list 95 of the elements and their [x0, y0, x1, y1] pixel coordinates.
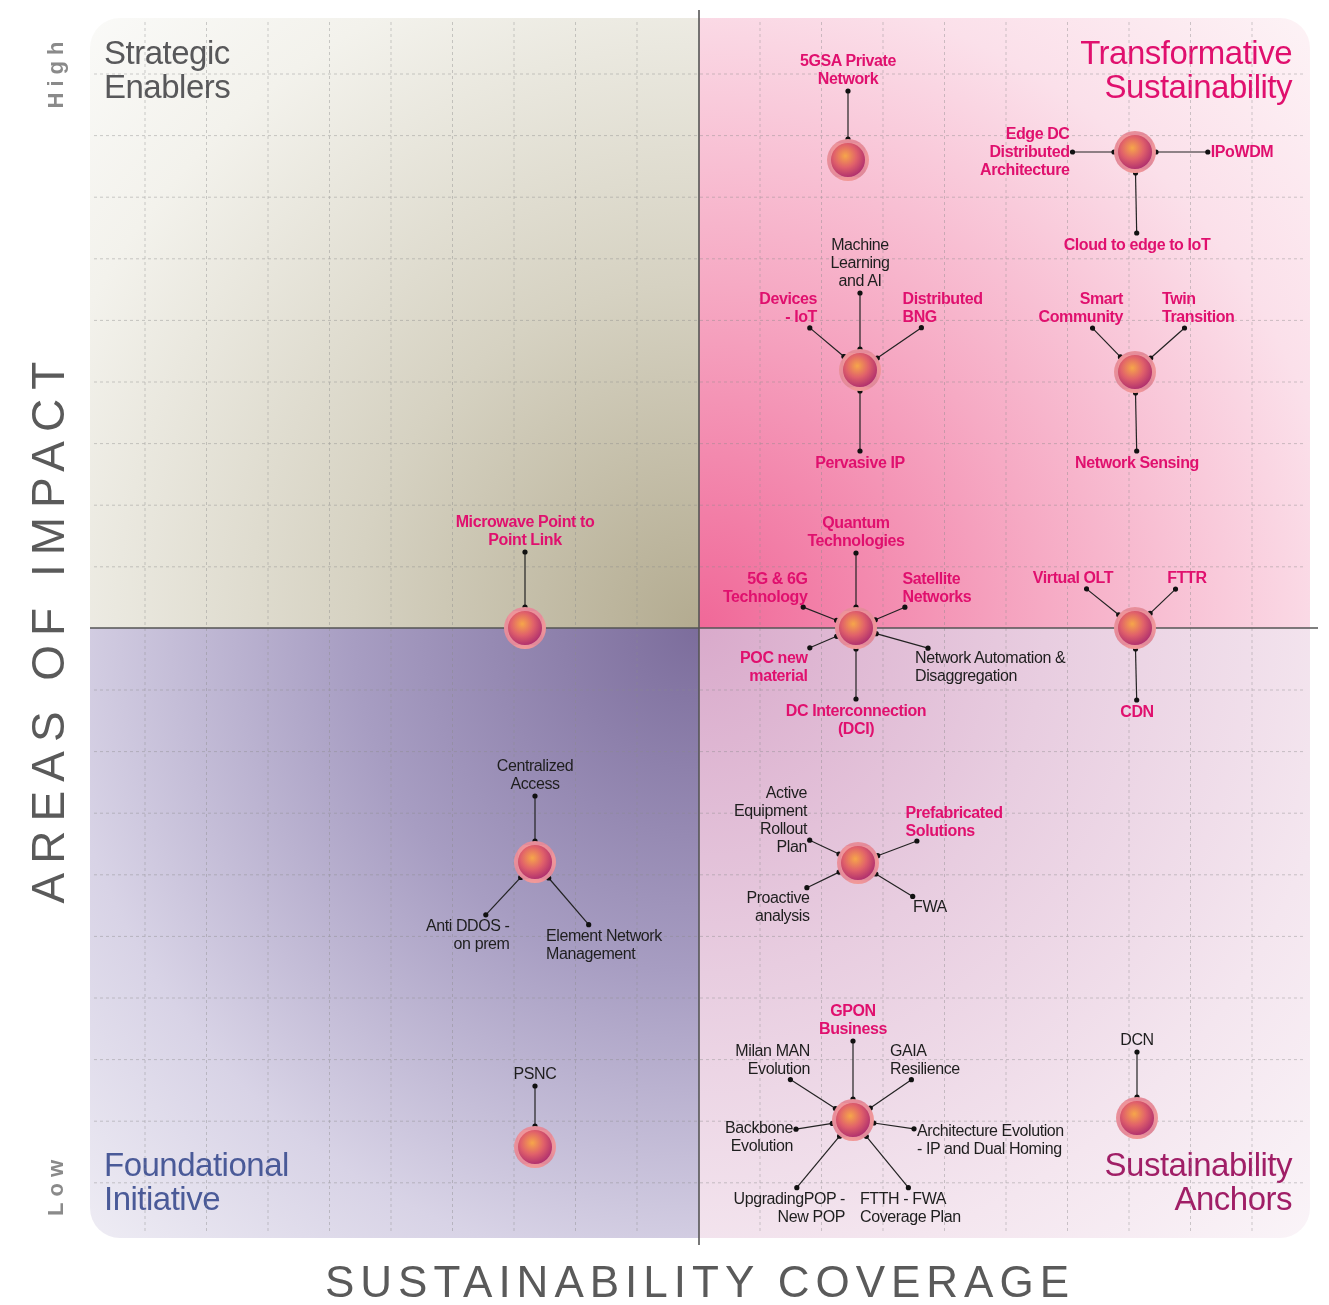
leader-line — [850, 1038, 856, 1102]
callout-label: FTTR — [1167, 569, 1207, 587]
leader-line — [483, 874, 524, 918]
leader-line — [875, 838, 920, 859]
callout-label: IPoWDM — [1210, 143, 1274, 161]
bubble-marker — [1114, 351, 1156, 393]
callout-label: Smart Community — [1023, 290, 1123, 326]
callout-label: Devices - IoT — [755, 290, 817, 326]
leader-line — [874, 325, 924, 361]
callout-label: CDN — [1120, 703, 1154, 721]
callout-label: Prefabricated Solutions — [905, 804, 1031, 840]
callout-label: Cloud to edge to IoT — [1063, 236, 1211, 254]
leader-line — [793, 1120, 835, 1132]
leader-line — [1132, 390, 1140, 454]
callout-label: Distributed BNG — [902, 290, 998, 326]
callout-label: DCN — [1120, 1031, 1154, 1049]
callout-label: Twin Transition — [1162, 290, 1252, 326]
callout-label: Pervasive IP — [815, 454, 905, 472]
leader-line — [532, 1083, 538, 1129]
callout-label: 5GSA Private Network — [783, 52, 913, 88]
axis-title: AREAS OF IMPACT — [21, 352, 75, 904]
leader-line — [1069, 149, 1117, 155]
bubble-marker — [514, 1126, 556, 1168]
callout-label: Network Automation & Disaggregation — [915, 649, 1075, 685]
leader-line — [873, 631, 931, 651]
callout-label: PSNC — [513, 1065, 557, 1083]
callout-label: Proactive analysis — [724, 889, 810, 925]
callout-label: 5G & 6G Technology — [702, 570, 808, 606]
callout-label: FWA — [913, 898, 947, 916]
callout-label: Microwave Point to Point Link — [455, 513, 595, 549]
leader-line — [1089, 325, 1123, 360]
callout-label: DC Interconnection (DCI) — [771, 702, 941, 738]
quadrant-title: Strategic Enablers — [104, 36, 232, 104]
leader-line — [807, 837, 842, 857]
leader-line — [804, 869, 842, 891]
callout-label: Anti DDOS - on prem — [424, 917, 510, 953]
leader-line — [872, 604, 908, 623]
leader-line — [1147, 586, 1179, 616]
bubble-marker — [1116, 1097, 1158, 1139]
axis-title: High — [43, 35, 69, 109]
callout-label: Element Network Management — [546, 927, 666, 963]
quadrant-panel — [90, 18, 699, 628]
callout-label: Backbone Evolution — [703, 1119, 793, 1155]
leader-line — [1134, 1049, 1140, 1100]
leader-line — [546, 875, 592, 928]
leader-line — [873, 871, 916, 899]
leader-line — [853, 550, 859, 610]
quadrant-panel — [90, 628, 699, 1238]
leader-line — [845, 88, 851, 142]
callout-label: Edge DC Distributed Architecture — [954, 125, 1070, 179]
bubble-marker — [827, 139, 869, 181]
leader-line — [1153, 149, 1211, 155]
callout-label: FTTH - FWA Coverage Plan — [860, 1190, 990, 1226]
leader-line — [794, 1133, 843, 1191]
leader-line — [867, 1077, 914, 1111]
quadrant-title: Foundational Initiative — [104, 1148, 290, 1216]
axis-title: SUSTAINABILITY COVERAGE — [324, 1257, 1076, 1305]
leader-line — [1132, 170, 1140, 236]
leader-line — [863, 1133, 911, 1191]
callout-label: Network Sensing — [1075, 454, 1199, 472]
callout-label: Architecture Evolution - IP and Dual Homing — [917, 1122, 1067, 1158]
bubble-marker — [839, 349, 881, 391]
callout-label: Centralized Access — [485, 757, 585, 793]
quadrant-panel — [699, 18, 1310, 628]
leader-line — [857, 290, 863, 352]
leader-line — [787, 1077, 838, 1112]
bubble-marker — [832, 1099, 874, 1141]
bubble-marker — [1114, 131, 1156, 173]
callout-label: POC new material — [722, 649, 808, 685]
axis-title: Low — [43, 1154, 69, 1216]
leader-line — [522, 549, 528, 610]
leader-line — [807, 325, 847, 360]
quadrant-panel — [699, 628, 1310, 1238]
quadrant-title: Transformative Sustainability — [1079, 36, 1292, 104]
callout-label: GAIA Resilience — [890, 1042, 990, 1078]
leader-line — [807, 633, 840, 651]
leader-line — [1083, 586, 1122, 618]
callout-label: Quantum Technologies — [796, 514, 916, 550]
leader-line — [1132, 646, 1140, 703]
callout-label: GPON Business — [810, 1002, 896, 1038]
leader-line — [871, 1120, 917, 1132]
bubble-marker — [837, 842, 879, 884]
callout-label: Satellite Networks — [902, 570, 998, 606]
callout-label: Virtual OLT — [1032, 569, 1114, 587]
leader-line — [800, 604, 840, 623]
callout-label: UpgradingPOP - New POP — [715, 1190, 845, 1226]
leader-line — [1148, 325, 1188, 361]
quadrant-title: Sustainability Anchors — [1103, 1148, 1292, 1216]
leader-line — [853, 646, 859, 702]
bubble-marker — [514, 841, 556, 883]
leader-line — [857, 388, 863, 454]
callout-label: Milan MAN Evolution — [710, 1042, 810, 1078]
callout-label: Active Equipment Rollout Plan — [727, 784, 807, 856]
callout-label: Machine Learning and AI — [820, 236, 900, 290]
leader-line — [532, 793, 538, 844]
